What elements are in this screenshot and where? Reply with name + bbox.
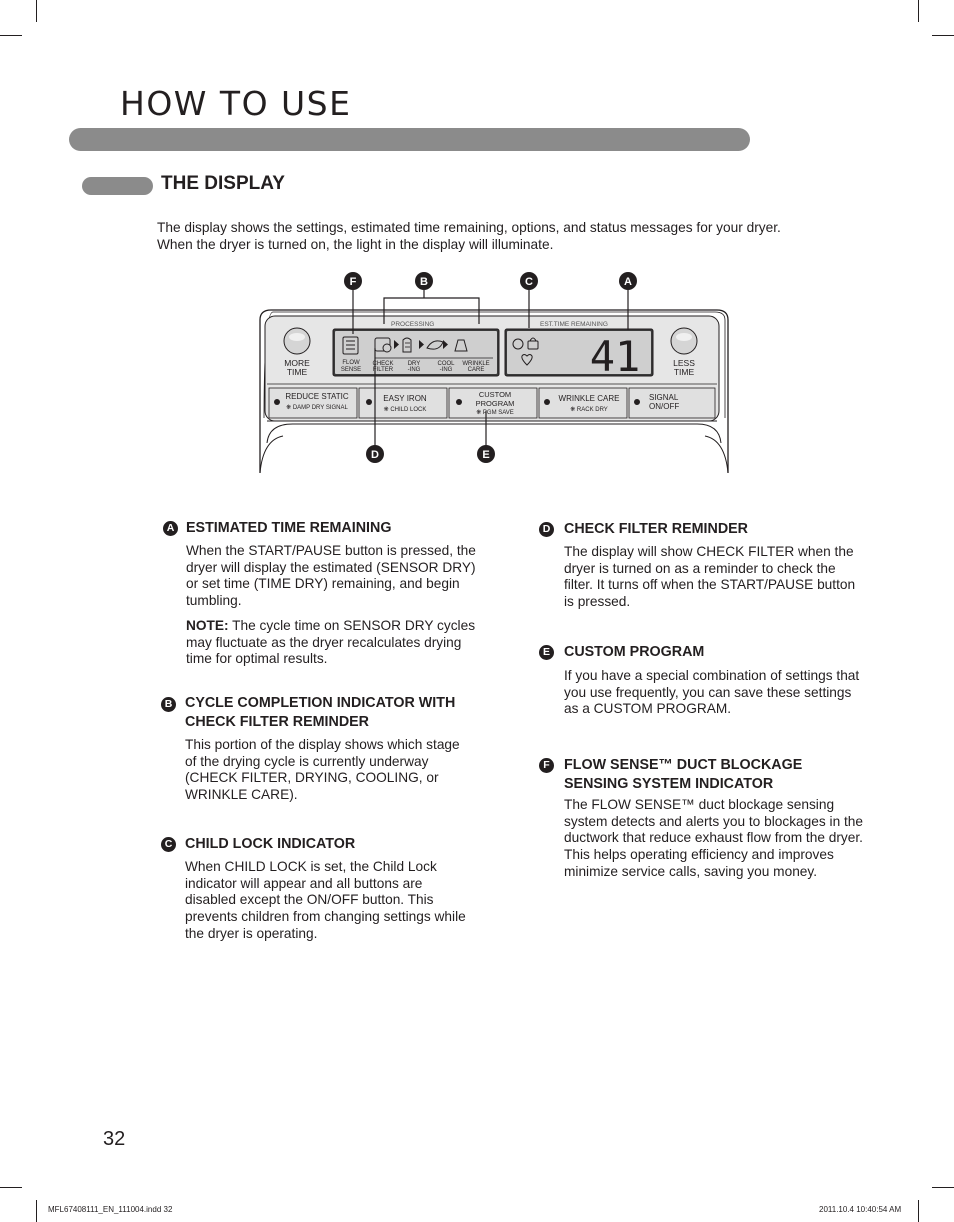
callout-badges: F B C A D E [344, 272, 637, 463]
item-e-body: If you have a special combination of set… [564, 668, 860, 717]
pgm-save-label: ❋ PGM SAVE [476, 409, 514, 416]
intro-text: The display shows the settings, estimate… [157, 220, 781, 252]
more-time-label-2: TIME [287, 367, 308, 377]
stage-label: COOL [437, 361, 455, 367]
sense-label: SENSE [341, 367, 361, 373]
callout-a: A [624, 276, 632, 288]
more-time-label-1: MORE [284, 358, 310, 368]
item-b-body: This portion of the display shows which … [185, 737, 460, 803]
item-b-badge: B [161, 697, 176, 712]
time-display: 41 [590, 332, 641, 381]
stage-labels: CHECK FILTER DRY -ING COOL -ING WRINKLE … [372, 361, 489, 373]
footer-file: MFL67408111_EN_111004.indd 32 [48, 1205, 173, 1214]
item-f-badge: F [539, 758, 554, 773]
crop-mark [0, 35, 22, 36]
reduce-static-label: REDUCE STATIC [285, 392, 348, 401]
item-e-badge: E [539, 645, 554, 660]
footer-timestamp: 2011.10.4 10:40:54 AM [819, 1205, 902, 1214]
crop-mark [918, 1200, 919, 1222]
callout-c: C [525, 276, 533, 288]
stage-label: -ING [408, 367, 421, 373]
child-lock-label: ❋ CHILD LOCK [384, 406, 427, 413]
item-f-body: The FLOW SENSE™ duct blockage sensing sy… [564, 797, 864, 879]
stage-label: WRINKLE [462, 361, 489, 367]
item-c-body: When CHILD LOCK is set, the Child Lock i… [185, 859, 466, 941]
crop-mark [932, 1187, 954, 1188]
crop-mark [932, 35, 954, 36]
callout-e: E [482, 449, 489, 461]
item-b-heading: CYCLE COMPLETION INDICATOR WITH CHECK FI… [185, 695, 456, 730]
easy-iron-label: EASY IRON [383, 394, 427, 403]
item-d-badge: D [539, 522, 554, 537]
less-time-label-1: LESS [673, 358, 695, 368]
item-c-badge: C [161, 837, 176, 852]
callout-b: B [420, 276, 428, 288]
stage-label: DRY [408, 361, 421, 367]
stage-label: FILTER [373, 367, 394, 373]
crop-mark [36, 1200, 37, 1222]
callout-f: F [350, 276, 357, 288]
item-a-body: When the START/PAUSE button is pressed, … [186, 543, 476, 609]
page-title: HOW TO USE [120, 84, 352, 123]
callout-d: D [371, 449, 379, 461]
control-panel-diagram: MORE TIME LESS TIME PROCESSING EST.TIME … [259, 272, 729, 474]
crop-mark [36, 0, 37, 22]
title-bar [69, 128, 750, 151]
crop-mark [918, 0, 919, 22]
signal-label: SIGNAL [649, 393, 679, 402]
program-label: PROGRAM [476, 399, 515, 408]
on-off-label: ON/OFF [649, 402, 679, 411]
item-d-heading: CHECK FILTER REMINDER [564, 521, 749, 537]
item-f-heading: FLOW SENSE™ DUCT BLOCKAGE SENSING SYSTEM… [564, 757, 803, 792]
processing-label: PROCESSING [391, 321, 434, 328]
flow-label: FLOW [342, 360, 360, 366]
stage-label: CHECK [372, 361, 393, 367]
wrinkle-care-label: WRINKLE CARE [559, 394, 620, 403]
less-time-label-2: TIME [674, 367, 695, 377]
section-pill [82, 177, 153, 195]
rack-dry-label: ❋ RACK DRY [570, 406, 608, 413]
section-title: THE DISPLAY [161, 173, 285, 194]
item-a-heading: ESTIMATED TIME REMAINING [186, 520, 392, 536]
stage-label: -ING [440, 367, 453, 373]
note-label: NOTE: [186, 618, 229, 633]
item-c-heading: CHILD LOCK INDICATOR [185, 836, 356, 852]
item-a-note: NOTE: The cycle time on SENSOR DRY cycle… [186, 618, 476, 668]
crop-mark [0, 1187, 22, 1188]
note-text: The cycle time on SENSOR DRY cycles may … [186, 618, 476, 667]
item-e-heading: CUSTOM PROGRAM [564, 644, 705, 660]
custom-label: CUSTOM [479, 390, 511, 399]
panel-buttons: REDUCE STATIC ❋ DAMP DRY SIGNAL EASY IRO… [268, 387, 716, 419]
item-d-body: The display will show CHECK FILTER when … [564, 544, 856, 610]
item-a-badge: A [163, 521, 178, 536]
est-time-label: EST.TIME REMAINING [540, 321, 608, 328]
page-number: 32 [103, 1128, 126, 1150]
damp-dry-signal-label: ❋ DAMP DRY SIGNAL [286, 404, 348, 411]
stage-label: CARE [468, 367, 485, 373]
